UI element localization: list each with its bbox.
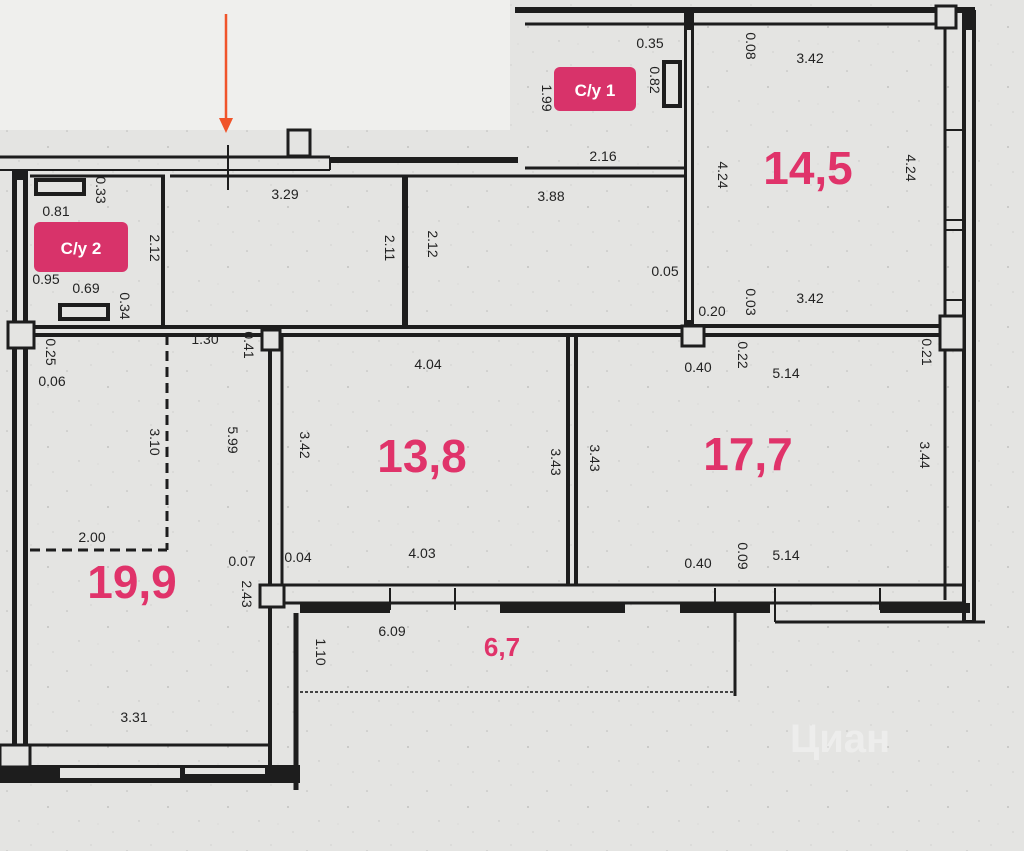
entrance-arrow (219, 14, 233, 133)
area-living: 19,9 (87, 556, 177, 608)
dim-label: 0.22 (735, 341, 751, 368)
window-room1-b (500, 603, 625, 613)
bath2-fixture-bottom (58, 303, 110, 321)
dim-label: 1.30 (191, 331, 218, 347)
dim-label: 0.33 (93, 176, 109, 203)
dim-label: 0.04 (284, 549, 311, 565)
watermark: Циан (790, 717, 890, 761)
dim-label: 2.43 (239, 580, 255, 607)
window-room1-a (300, 603, 390, 613)
dim-label: 0.25 (43, 338, 59, 365)
dim-label: 2.12 (147, 234, 163, 261)
area-room1: 13,8 (377, 430, 467, 482)
bath1-fixture (662, 60, 682, 108)
dim-label: 0.09 (735, 542, 751, 569)
dim-label: 3.29 (271, 186, 298, 202)
bath2-fixture-top (34, 178, 86, 196)
dim-label: 0.03 (743, 288, 759, 315)
dim-label: 6.09 (378, 623, 405, 639)
area-room2: 17,7 (703, 428, 793, 480)
window-room2 (680, 603, 770, 613)
dim-label: 0.82 (647, 66, 663, 93)
dim-label: 0.06 (38, 373, 65, 389)
dim-label: 0.35 (636, 35, 663, 51)
dim-label: 3.88 (537, 188, 564, 204)
dim-label: 0.07 (228, 553, 255, 569)
dim-label: 0.81 (42, 203, 69, 219)
dim-label: 5.14 (772, 547, 799, 563)
dim-label: 3.42 (796, 290, 823, 306)
dim-label: 4.03 (408, 545, 435, 561)
dim-label: 3.42 (297, 431, 313, 458)
badge-bath1-label: С/у 1 (575, 81, 616, 100)
dim-label: 4.24 (715, 161, 731, 188)
dim-label: 3.43 (587, 444, 603, 471)
dimension-labels: 3.29 3.88 2.16 1.99 3.42 3.42 4.24 4.24 … (32, 32, 935, 725)
dim-label: 0.08 (743, 32, 759, 59)
dim-label: 3.31 (120, 709, 147, 725)
dim-label: 1.10 (313, 638, 329, 665)
dim-label: 0.20 (698, 303, 725, 319)
dim-label: 0.69 (72, 280, 99, 296)
badge-bath2-label: С/у 2 (61, 239, 102, 258)
dim-label: 0.40 (684, 555, 711, 571)
area-room3: 14,5 (763, 142, 853, 194)
area-balcony: 6,7 (484, 632, 520, 662)
dim-label: 4.04 (414, 356, 441, 372)
badge-bath2: С/у 2 (34, 222, 128, 272)
dim-label: 3.43 (548, 448, 564, 475)
walls (0, 4, 985, 790)
badge-bath1: С/у 1 (554, 67, 636, 111)
dim-label: 0.41 (241, 331, 257, 358)
dim-label: 3.44 (917, 441, 933, 468)
dim-label: 4.24 (903, 154, 919, 181)
dim-label: 2.11 (382, 235, 398, 261)
dim-label: 2.12 (425, 230, 441, 257)
dim-label: 2.16 (589, 148, 616, 164)
dim-label: 0.05 (651, 263, 678, 279)
dim-label: 0.21 (919, 338, 935, 365)
dim-label: 0.95 (32, 271, 59, 287)
dim-label: 5.14 (772, 365, 799, 381)
upper-left-light-area (0, 0, 510, 130)
dim-label: 3.10 (147, 428, 163, 455)
dim-label: 2.00 (78, 529, 105, 545)
dim-label: 1.99 (539, 84, 555, 111)
dim-label: 3.42 (796, 50, 823, 66)
dim-label: 0.34 (117, 292, 133, 319)
dim-label: 0.40 (684, 359, 711, 375)
dim-label: 5.99 (225, 426, 241, 453)
